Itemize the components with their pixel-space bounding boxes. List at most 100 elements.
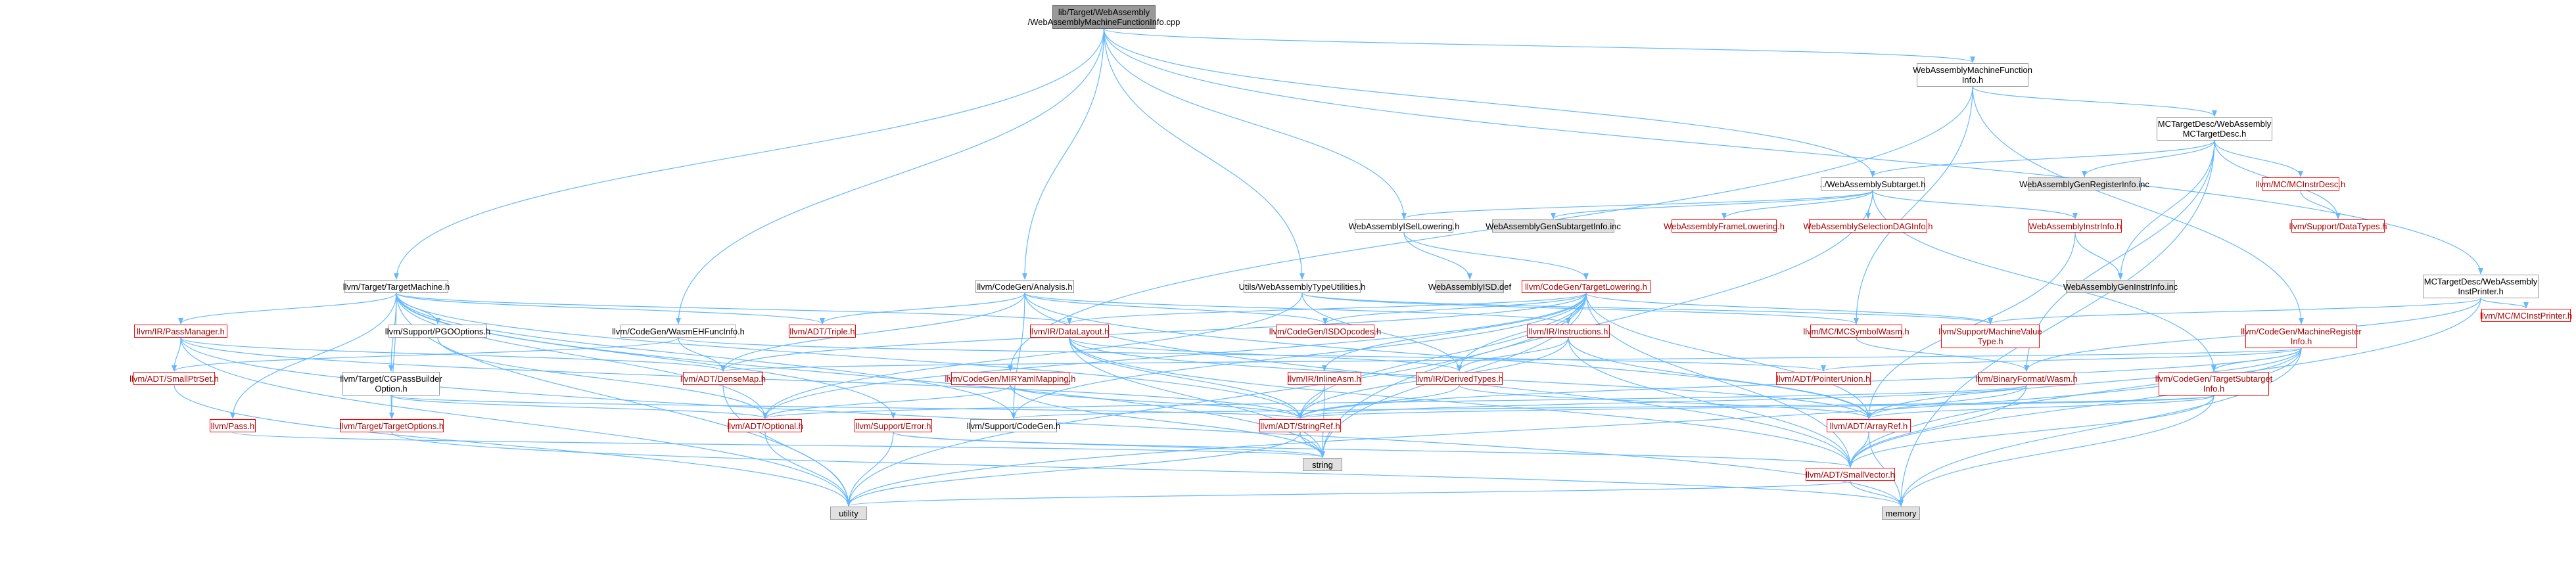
- edge-targetmachine-to-passmanager: [178, 292, 397, 325]
- edge-root-to-wasmehfunc: [676, 28, 1105, 325]
- node-cg-pass-builder-option[interactable]: llvm/Target/CGPassBuilder Option.h: [340, 372, 442, 396]
- node-webassembly-mc-target-desc[interactable]: MCTargetDesc/WebAssembly MCTargetDesc.h: [2157, 117, 2272, 141]
- edge-analysis-to-densemap: [720, 292, 1025, 372]
- node-small-ptr-set[interactable]: llvm/ADT/SmallPtrSet.h: [129, 372, 219, 385]
- edge-root-to-typeutil: [1103, 28, 1305, 280]
- node-support-error[interactable]: llvm/Support/Error.h: [855, 419, 932, 432]
- edge-instprinter-to-mcinstprinter: [2480, 298, 2529, 309]
- edge-machinereginfo-to-memory: [1898, 348, 2302, 507]
- node-pointer-union[interactable]: llvm/ADT/PointerUnion.h: [1776, 372, 1871, 385]
- edge-iselloweringh-to-tlowering: [1403, 232, 1589, 280]
- edge-smallvector-to-utility: [846, 480, 1851, 507]
- edge-mirymlmapping-to-stringref: [1010, 384, 1303, 419]
- edge-root-to-targetmachine: [394, 28, 1105, 280]
- node-selection-dag-info[interactable]: WebAssemblySelectionDAGInfo.h: [1803, 219, 1933, 233]
- node-support-data-types[interactable]: llvm/Support/DataTypes.h: [2289, 219, 2387, 233]
- edge-tsubtargetinfo-to-memory: [1898, 395, 2214, 507]
- edge-analysis-to-triple: [820, 292, 1025, 325]
- node-isel-lowering[interactable]: WebAssemblyISelLowering.h: [1349, 219, 1459, 233]
- edge-arrayref-to-smallvector: [1848, 432, 1869, 468]
- edge-datalayout-to-smallvector: [1069, 337, 1853, 468]
- node-target-lowering[interactable]: llvm/CodeGen/TargetLowering.h: [1522, 280, 1651, 293]
- node-instr-info[interactable]: WebAssemblyInstrInfo.h: [2028, 219, 2122, 233]
- edge-machinereginfo-to-smallvector: [1848, 348, 2302, 468]
- node-string-ref[interactable]: llvm/ADT/StringRef.h: [1259, 419, 1341, 432]
- node-machine-register-info[interactable]: llvm/CodeGen/MachineRegister Info.h: [2241, 325, 2362, 348]
- edge-wasmehfunc-to-pointerunion: [678, 337, 1826, 372]
- edge-datalayout-to-string: [1069, 337, 1325, 458]
- edge-stringref-to-string: [1300, 432, 1325, 458]
- node-array-ref[interactable]: llvm/ADT/ArrayRef.h: [1827, 419, 1911, 432]
- edge-smallptrset-to-utility: [174, 384, 851, 507]
- edge-instrinfo-to-geninstrinfo: [2074, 232, 2123, 280]
- edge-root-to-wamfi: [1103, 28, 1975, 63]
- edge-root-to-iselloweringh: [1103, 28, 1407, 219]
- node-triple[interactable]: llvm/ADT/Triple.h: [789, 325, 856, 338]
- node-inline-asm[interactable]: llvm/IR/InlineAsm.h: [1288, 372, 1361, 385]
- edge-wasmehfunc-to-smallptrset: [172, 337, 679, 372]
- node-support-codegen[interactable]: llvm/Support/CodeGen.h: [967, 419, 1060, 432]
- node-mc-symbol-wasm[interactable]: llvm/MC/MCSymbolWasm.h: [1803, 325, 1909, 338]
- edge-root-to-subtarget: [1103, 28, 1875, 177]
- edge-mcsymbolwasm-to-binaryformatwasm: [1856, 337, 2029, 372]
- node-binary-format-wasm[interactable]: llvm/BinaryFormat/Wasm.h: [1975, 372, 2078, 385]
- node-webassembly-machine-function-info-cpp: lib/Target/WebAssembly /WebAssemblyMachi…: [1028, 5, 1180, 29]
- edge-passmanager-to-smallptrset: [172, 337, 181, 372]
- node-target-subtarget-info[interactable]: llvm/CodeGen/TargetSubtarget Info.h: [2155, 372, 2272, 396]
- node-gen-register-info-inc: WebAssemblyGenRegisterInfo.inc: [2019, 177, 2149, 191]
- node-optional[interactable]: llvm/ADT/Optional.h: [727, 419, 803, 432]
- node-frame-lowering[interactable]: WebAssemblyFrameLowering.h: [1664, 219, 1785, 233]
- node-pass[interactable]: llvm/Pass.h: [210, 419, 256, 432]
- edge-subtarget-to-framelowering: [1721, 190, 1873, 219]
- edge-binaryformatwasm-to-stringref: [1298, 384, 2027, 419]
- node-isd-opcodes[interactable]: llvm/CodeGen/ISDOpcodes.h: [1269, 325, 1381, 338]
- node-inst-printer[interactable]: MCTargetDesc/WebAssembly InstPrinter.h: [2423, 275, 2539, 298]
- node-instructions[interactable]: llvm/IR/Instructions.h: [1527, 325, 1610, 338]
- node-mc-inst-printer[interactable]: llvm/MC/MCInstPrinter.h: [2480, 309, 2572, 322]
- edge-tlowering-to-optional: [762, 292, 1587, 419]
- node-webassembly-machine-function-info-h[interactable]: WebAssemblyMachineFunction Info.h: [1913, 63, 2032, 87]
- edge-mcinstrdesc-to-datatypes: [2300, 190, 2341, 219]
- node-target-machine[interactable]: llvm/Target/TargetMachine.h: [343, 280, 450, 293]
- edge-targetoptions-to-memory: [391, 432, 1904, 507]
- edge-binaryformatwasm-to-arrayref: [1866, 384, 2027, 419]
- node-machine-value-type[interactable]: llvm/Support/MachineValue Type.h: [1938, 325, 2042, 348]
- edge-stringref-to-utility: [846, 432, 1301, 507]
- edge-targetmachine-to-stringref: [396, 292, 1303, 419]
- edge-wamfi-to-mctd: [1972, 86, 2217, 117]
- edge-binaryformatwasm-to-smallvector: [1848, 384, 2027, 468]
- edge-subtarget-to-gensubtarget: [1551, 190, 1873, 219]
- edge-machinereginfo-to-densemap: [721, 348, 2302, 372]
- node-codegen-analysis[interactable]: llvm/CodeGen/Analysis.h: [975, 280, 1074, 293]
- edge-error-to-string: [893, 432, 1325, 458]
- edge-mctd-to-subtarget: [1870, 140, 2215, 177]
- edge-subtarget-to-instrinfo: [1872, 190, 2078, 219]
- node-mc-instr-desc[interactable]: llvm/MC/MCInstrDesc.h: [2256, 177, 2345, 191]
- edge-mirymlmapping-to-string: [1010, 384, 1325, 458]
- node-pgo-options[interactable]: llvm/Support/PGOOptions.h: [385, 325, 490, 338]
- node-data-layout[interactable]: llvm/IR/DataLayout.h: [1030, 325, 1109, 338]
- node-type-utilities[interactable]: Utils/WebAssemblyTypeUtilities.h: [1239, 280, 1365, 293]
- node-target-options[interactable]: llvm/Target/TargetOptions.h: [340, 419, 444, 432]
- edge-mctd-to-geninstrinfo: [2118, 140, 2215, 280]
- node-webassembly-subtarget[interactable]: ../WebAssemblySubtarget.h: [1820, 177, 1925, 191]
- node-wasm-eh-func-info[interactable]: llvm/CodeGen/WasmEHFuncInfo.h: [612, 325, 745, 338]
- edge-targetmachine-to-optional: [396, 292, 768, 419]
- edge-error-to-utility: [846, 432, 894, 507]
- node-derived-types[interactable]: llvm/IR/DerivedTypes.h: [1415, 372, 1503, 385]
- edge-machinereginfo-to-pointerunion: [1821, 348, 2302, 372]
- edge-cgpassbuilder-to-stringref: [390, 395, 1303, 419]
- edge-pgooptions-to-optional: [437, 337, 768, 419]
- edge-cgpassbuilder-to-optional: [390, 395, 768, 419]
- edge-analysis-to-isdopcodes: [1024, 292, 1328, 325]
- node-dense-map[interactable]: llvm/ADT/DenseMap.h: [680, 372, 766, 385]
- edge-tlowering-to-arrayref: [1585, 292, 1871, 419]
- node-pass-manager[interactable]: llvm/IR/PassManager.h: [134, 325, 227, 338]
- edge-targetmachine-to-datalayout: [396, 292, 1072, 325]
- node-small-vector[interactable]: llvm/ADT/SmallVector.h: [1806, 468, 1895, 481]
- node-mir-yaml-mapping[interactable]: llvm/CodeGen/MIRYamlMapping.h: [945, 372, 1075, 385]
- edge-analysis-to-codegen: [1011, 292, 1025, 419]
- edge-passmanager-to-densemap: [180, 337, 726, 372]
- edge-binaryformatwasm-to-optional: [762, 384, 2027, 419]
